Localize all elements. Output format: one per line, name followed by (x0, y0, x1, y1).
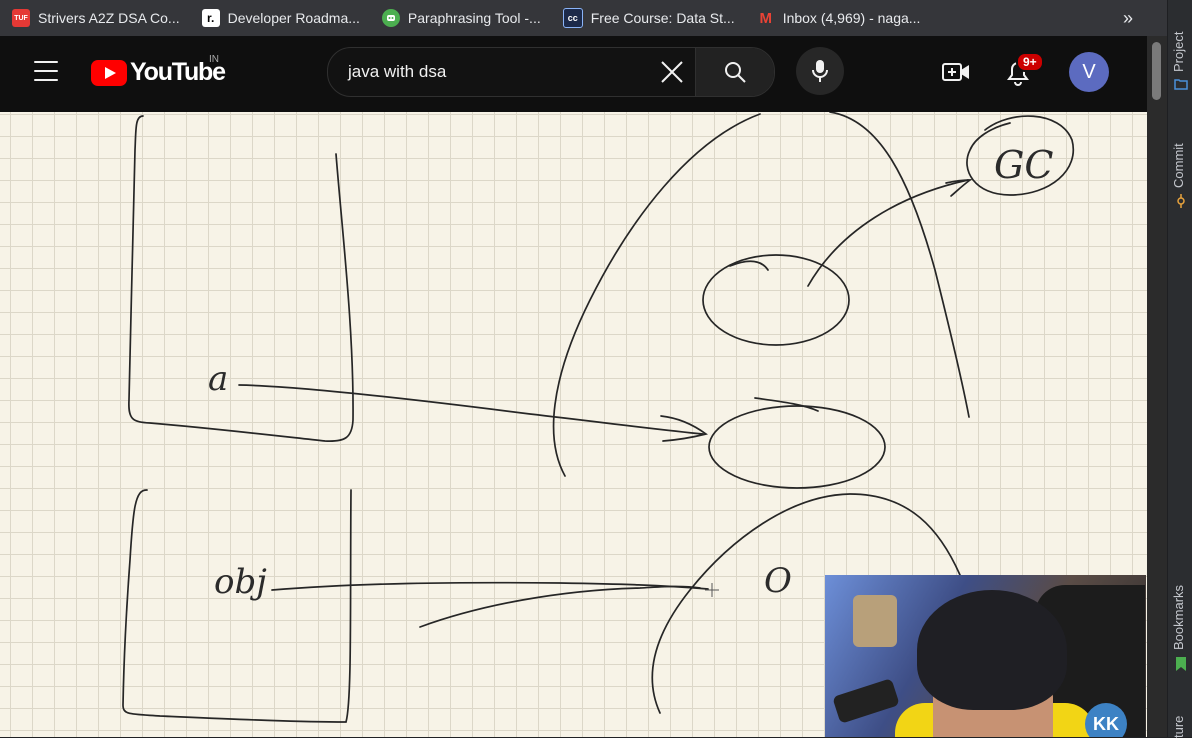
channel-watermark: KK (1085, 703, 1127, 737)
bookmark-label: Inbox (4,969) - naga... (782, 10, 921, 26)
bookmark-free-course[interactable]: cc Free Course: Data St... (562, 0, 735, 36)
youtube-wordmark: YouTube (130, 58, 226, 86)
create-video-icon[interactable] (942, 60, 970, 84)
search-input[interactable]: java with dsa (348, 62, 447, 81)
ide-tool-window-strip: Project Commit Bookmarks ture (1167, 0, 1192, 738)
tab-bookmarks[interactable]: Bookmarks (1168, 560, 1192, 680)
tab-project[interactable]: Project (1168, 0, 1192, 95)
search-button[interactable] (695, 48, 774, 96)
tab-project-label: Project (1171, 31, 1186, 72)
tab-structure-label: ture (1171, 715, 1186, 738)
second-heap-arc (651, 493, 961, 714)
youtube-header: YouTube IN java with dsa 9+ V (0, 36, 1147, 108)
variable-label-a: a (208, 359, 228, 399)
reference-arrow-a (238, 384, 704, 435)
tuf-icon: TUF (12, 9, 30, 27)
bookmark-gmail-inbox[interactable]: M Inbox (4,969) - naga... (757, 0, 921, 36)
bookmark-label: Strivers A2Z DSA Co... (38, 10, 180, 26)
bookmark-label: Paraphrasing Tool -... (407, 10, 541, 26)
page-scrollbar[interactable] (1147, 36, 1167, 737)
tab-structure[interactable]: ture (1168, 700, 1192, 738)
menu-icon[interactable] (34, 61, 58, 81)
youtube-play-icon (91, 59, 127, 86)
handwritten-drawing: a obj GC O (122, 112, 1075, 723)
heap-boundary (552, 112, 970, 477)
zero-label: O (764, 561, 792, 601)
course-icon: cc (562, 8, 583, 28)
gc-circle (966, 115, 1075, 196)
header-divider (0, 108, 1147, 112)
variable-label-obj: obj (214, 562, 267, 602)
search-box[interactable]: java with dsa (327, 47, 775, 97)
bookmark-label: Developer Roadma... (227, 10, 360, 26)
bookmarks-bar: TUF Strivers A2Z DSA Co... r. Developer … (0, 0, 1167, 36)
bookmark-paraphrasing-tool[interactable]: Paraphrasing Tool -... (381, 0, 541, 36)
heap-object-middle (708, 405, 886, 489)
youtube-logo[interactable]: YouTube IN (91, 54, 226, 87)
notification-count-badge: 9+ (1016, 52, 1044, 72)
bookmark-icon (1176, 657, 1186, 671)
bookmark-developer-roadmap[interactable]: r. Developer Roadma... (201, 0, 360, 36)
microphone-icon (812, 60, 828, 82)
pen-cursor-icon (705, 583, 719, 597)
reference-arrow-obj (271, 581, 709, 591)
webcam-overlay: KK (825, 575, 1146, 737)
tab-commit-label: Commit (1171, 143, 1186, 188)
bookmark-strivers[interactable]: TUF Strivers A2Z DSA Co... (12, 0, 180, 36)
roadmap-icon: r. (201, 9, 220, 27)
bookmark-label: Free Course: Data St... (590, 10, 735, 26)
search-icon (725, 62, 746, 83)
stack-frame-bottom (122, 489, 352, 723)
clear-search-icon[interactable] (660, 60, 684, 84)
scrollbar-thumb[interactable] (1152, 42, 1161, 100)
country-code: IN (209, 54, 219, 65)
heap-object-top (702, 254, 850, 346)
gc-label: GC (994, 143, 1053, 187)
voice-search-button[interactable] (796, 47, 844, 95)
gc-arrow (807, 179, 969, 287)
tab-commit[interactable]: Commit (1168, 110, 1192, 210)
more-bookmarks-icon[interactable]: » (1122, 8, 1133, 28)
stack-frame-top (128, 115, 354, 442)
folder-icon (1174, 79, 1188, 90)
robot-icon (381, 9, 400, 27)
gmail-icon: M (759, 9, 772, 27)
commit-icon (1177, 194, 1185, 208)
tab-bookmarks-label: Bookmarks (1171, 584, 1186, 650)
background-lamp (853, 595, 897, 647)
account-avatar[interactable]: V (1069, 52, 1109, 92)
